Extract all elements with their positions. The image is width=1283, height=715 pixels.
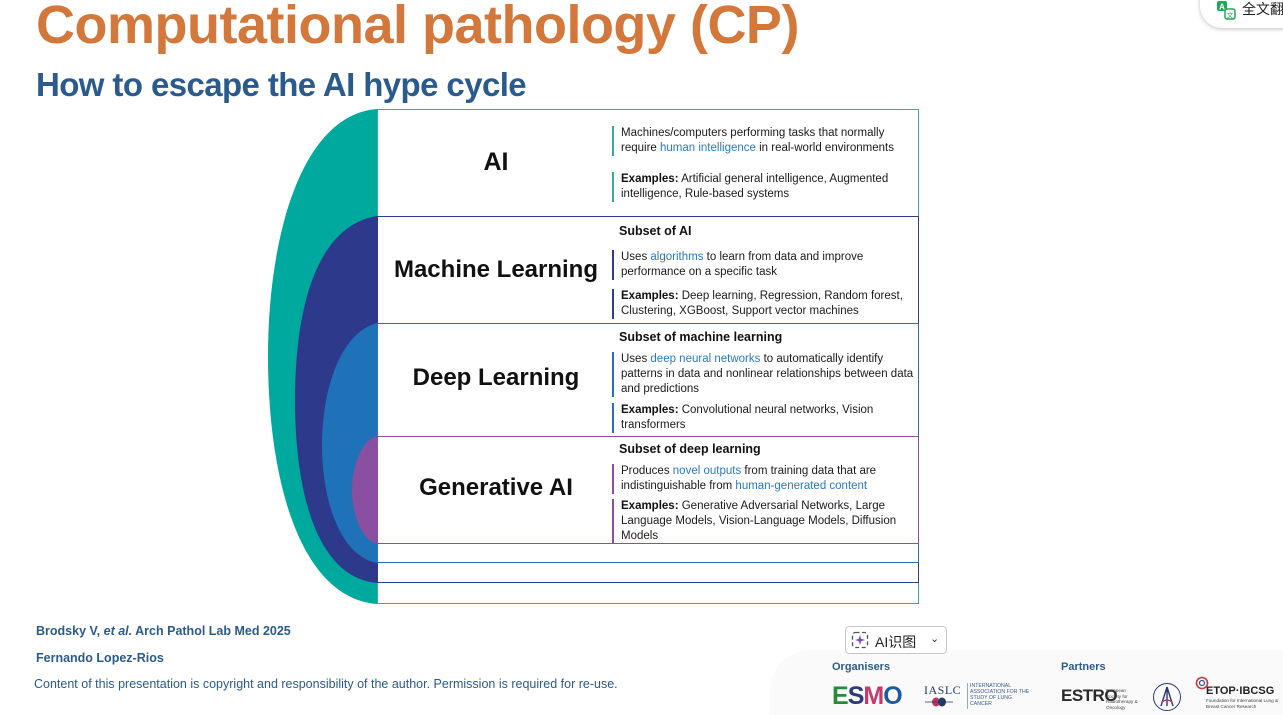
level-dl-examples: Examples: Convolutional neural networks,…	[612, 403, 918, 433]
partners-label: Partners	[1061, 661, 1106, 673]
slide-subtitle: How to escape the AI hype cycle	[36, 66, 527, 103]
ai-image-recognition-button[interactable]: AI识图 ⌄	[845, 626, 947, 654]
fulltext-translate-button[interactable]: A 文 全文翻	[1200, 0, 1283, 28]
citation: Brodsky V, et al. Arch Pathol Lab Med 20…	[36, 624, 291, 638]
level-ml-definition: Uses algorithms to learn from data and i…	[612, 250, 918, 280]
strip-machine-learning	[377, 563, 919, 583]
estro-logo: ESTRO	[1061, 686, 1118, 705]
partner-crest-icon	[1153, 683, 1181, 711]
level-name-generative-ai: Generative AI	[419, 474, 573, 501]
level-name-ai: AI	[483, 148, 509, 176]
organisers-label: Organisers	[832, 661, 891, 673]
iaslc-logo: IASLC	[924, 683, 962, 697]
level-ml-examples: Examples: Deep learning, Regression, Ran…	[612, 289, 920, 319]
svg-text:A: A	[1219, 3, 1225, 12]
sponsor-panel	[770, 650, 1283, 715]
etop-ring-icon	[1195, 676, 1209, 690]
level-machine-learning: Machine Learning Subset of AI Uses algor…	[377, 216, 919, 323]
slide-title: Computational pathology (CP)	[36, 0, 799, 55]
translate-icon: A 文	[1217, 1, 1236, 20]
ellipse-generative-ai	[352, 436, 377, 544]
ai-image-recognition-label: AI识图	[875, 634, 917, 650]
estro-full-name: European Society for Radiotherapy & Onco…	[1106, 688, 1138, 710]
etop-full-name: Foundation for International Lung & Brea…	[1206, 698, 1279, 709]
level-deep-learning: Deep Learning Subset of machine learning…	[377, 323, 919, 436]
level-generative-ai: Generative AI Subset of deep learning Pr…	[377, 436, 919, 544]
etop-ibcsg-logo: ETOP·IBCSG	[1206, 685, 1275, 697]
iaslc-lungs-icon	[925, 697, 953, 707]
svg-text:文: 文	[1227, 11, 1234, 20]
level-ga-subset: Subset of deep learning	[619, 442, 761, 456]
ai-sparkle-icon	[851, 631, 869, 649]
copyright-notice: Content of this presentation is copyrigh…	[34, 677, 618, 691]
strip-ai	[377, 583, 919, 604]
level-dl-definition: Uses deep neural networks to automatical…	[612, 352, 918, 397]
chevron-down-icon[interactable]: ⌄	[930, 633, 940, 645]
level-ai-definition: Machines/computers performing tasks that…	[612, 126, 918, 156]
level-ml-subset: Subset of AI	[619, 224, 692, 238]
presenter-name: Fernando Lopez-Rios	[36, 651, 164, 665]
iaslc-divider	[967, 683, 968, 709]
fulltext-translate-label: 全文翻	[1242, 1, 1283, 17]
level-ga-examples: Examples: Generative Adversarial Network…	[612, 499, 918, 544]
level-ai-examples: Examples: Artificial general intelligenc…	[612, 172, 918, 202]
level-name-deep-learning: Deep Learning	[412, 364, 580, 391]
iaslc-full-name: INTERNATIONAL ASSOCIATION FOR THE STUDY …	[970, 683, 1030, 707]
level-ga-definition: Produces novel outputs from training dat…	[612, 464, 918, 494]
strip-deep-learning	[377, 544, 919, 563]
level-ai: AI Machines/computers performing tasks t…	[377, 109, 919, 216]
esmo-logo: ESMO	[832, 682, 903, 710]
level-dl-subset: Subset of machine learning	[619, 330, 783, 344]
level-name-machine-learning: Machine Learning	[393, 256, 599, 283]
